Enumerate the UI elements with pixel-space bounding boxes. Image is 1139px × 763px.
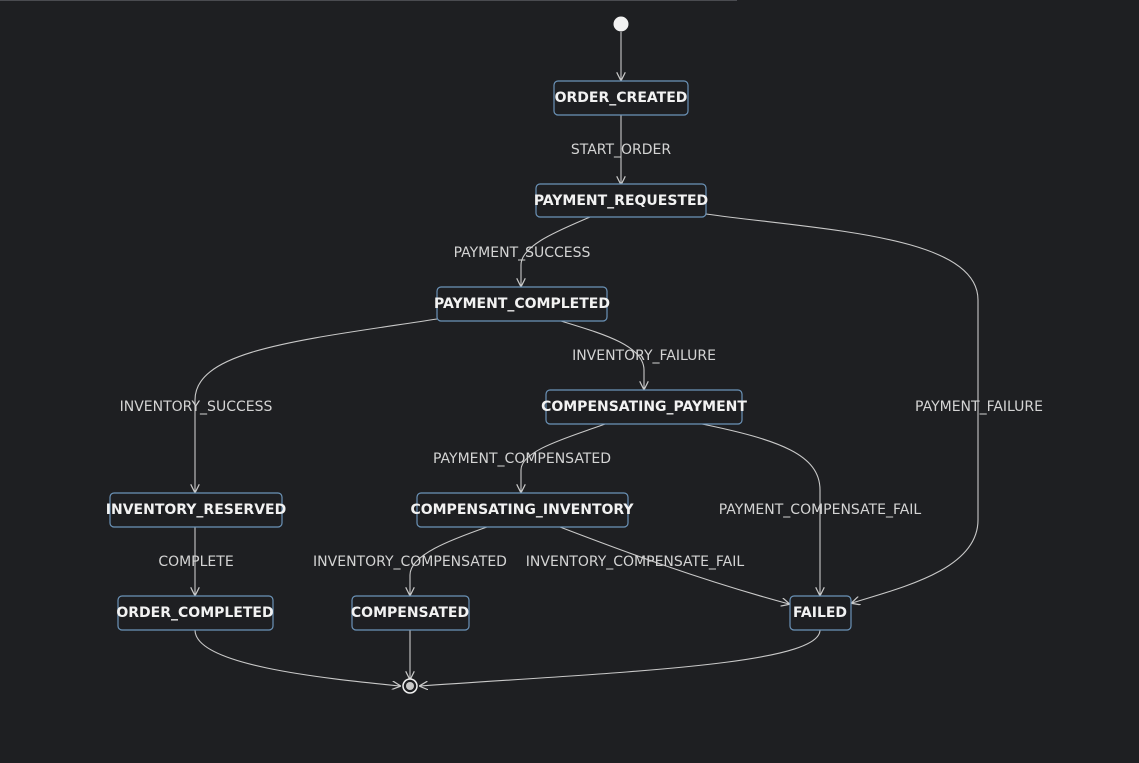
state-payment-requested: PAYMENT_REQUESTED [534, 183, 708, 218]
end-node [402, 678, 418, 694]
state-order-created: ORDER_CREATED [553, 80, 689, 116]
state-compensating-payment: COMPENSATING_PAYMENT [541, 389, 747, 425]
edge-payment-compensate-fail [701, 423, 820, 595]
state-label: COMPENSATED [351, 605, 469, 621]
transition-label-inventory-failure: INVENTORY_FAILURE [572, 348, 716, 364]
state-label: COMPENSATING_INVENTORY [410, 502, 634, 518]
edge-inventory-compensate-fail [559, 526, 789, 604]
transition-label-payment-failure: PAYMENT_FAILURE [915, 399, 1043, 415]
edge-order-completed-to-end [194, 629, 400, 686]
transition-label-start-order: START_ORDER [571, 142, 672, 158]
state-inventory-reserved: INVENTORY_RESERVED [106, 492, 286, 528]
edge-payment-compensated [521, 423, 606, 492]
transition-label-inventory-success: INVENTORY_SUCCESS [120, 399, 273, 415]
start-node [613, 16, 629, 32]
state-label: PAYMENT_REQUESTED [534, 193, 708, 209]
edge-payment-failure [705, 213, 979, 603]
state-label: ORDER_CREATED [555, 90, 688, 106]
edge-inventory-success [195, 318, 438, 492]
transition-label-complete: COMPLETE [158, 554, 233, 570]
transition-label-inventory-compensate-fail: INVENTORY_COMPENSATE_FAIL [526, 554, 745, 570]
state-failed: FAILED [789, 595, 852, 631]
state-label: FAILED [793, 605, 847, 621]
edge-inventory-compensated [410, 526, 488, 595]
transition-label-payment-compensate-fail: PAYMENT_COMPENSATE_FAIL [719, 502, 922, 518]
state-label: ORDER_COMPLETED [116, 605, 273, 621]
transition-label-payment-compensated: PAYMENT_COMPENSATED [433, 451, 611, 467]
transition-label-payment-success: PAYMENT_SUCCESS [454, 245, 591, 261]
transition-label-inventory-compensated: INVENTORY_COMPENSATED [313, 554, 507, 570]
state-compensated: COMPENSATED [351, 595, 470, 631]
state-label: INVENTORY_RESERVED [106, 502, 286, 518]
state-order-completed: ORDER_COMPLETED [116, 595, 274, 631]
state-label: COMPENSATING_PAYMENT [541, 399, 747, 415]
state-payment-completed: PAYMENT_COMPLETED [434, 286, 610, 322]
edge-payment-success [521, 216, 591, 286]
state-label: PAYMENT_COMPLETED [434, 296, 610, 312]
edge-inventory-failure [560, 320, 644, 389]
edge-failed-to-end [420, 629, 821, 686]
state-compensating-inventory: COMPENSATING_INVENTORY [410, 492, 634, 528]
